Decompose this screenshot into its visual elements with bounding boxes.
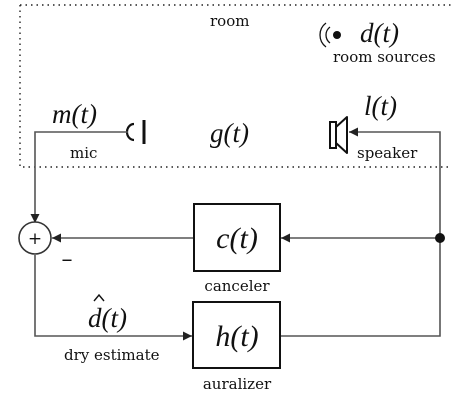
sources-label: room sources — [333, 48, 436, 66]
dry-label: dry estimate — [64, 346, 160, 364]
sound-source-icon — [319, 22, 341, 48]
wire-auralizer-out — [281, 238, 441, 337]
auralizer-label: auralizer — [203, 375, 272, 393]
wire-mic-to-sum — [30, 131, 128, 223]
wire-sum-to-auralizer — [34, 255, 192, 341]
wire-speaker-feed — [349, 127, 441, 238]
branch-point — [435, 233, 445, 243]
mic-symbol: m(t) — [52, 99, 97, 129]
canceler-symbol: c(t) — [216, 222, 258, 255]
mic-icon — [125, 120, 146, 144]
sources-symbol: d(t) — [360, 18, 399, 48]
mic-label: mic — [70, 144, 97, 162]
room-boundary — [19, 4, 452, 168]
summing-junction — [18, 221, 52, 255]
path-symbol: g(t) — [210, 118, 249, 148]
canceler-label: canceler — [204, 277, 270, 295]
auralizer-symbol: h(t) — [215, 320, 258, 353]
canceler-box — [193, 203, 281, 272]
sum-plus: + — [28, 229, 42, 249]
speaker-symbol: l(t) — [364, 91, 397, 121]
dry-symbol: d(t) — [88, 303, 127, 333]
speaker-icon — [329, 116, 348, 154]
speaker-label: speaker — [357, 144, 418, 162]
room-label: room — [210, 12, 249, 30]
sum-minus: – — [62, 247, 73, 272]
auralizer-box — [192, 301, 281, 369]
dry-hat-icon — [93, 293, 105, 302]
